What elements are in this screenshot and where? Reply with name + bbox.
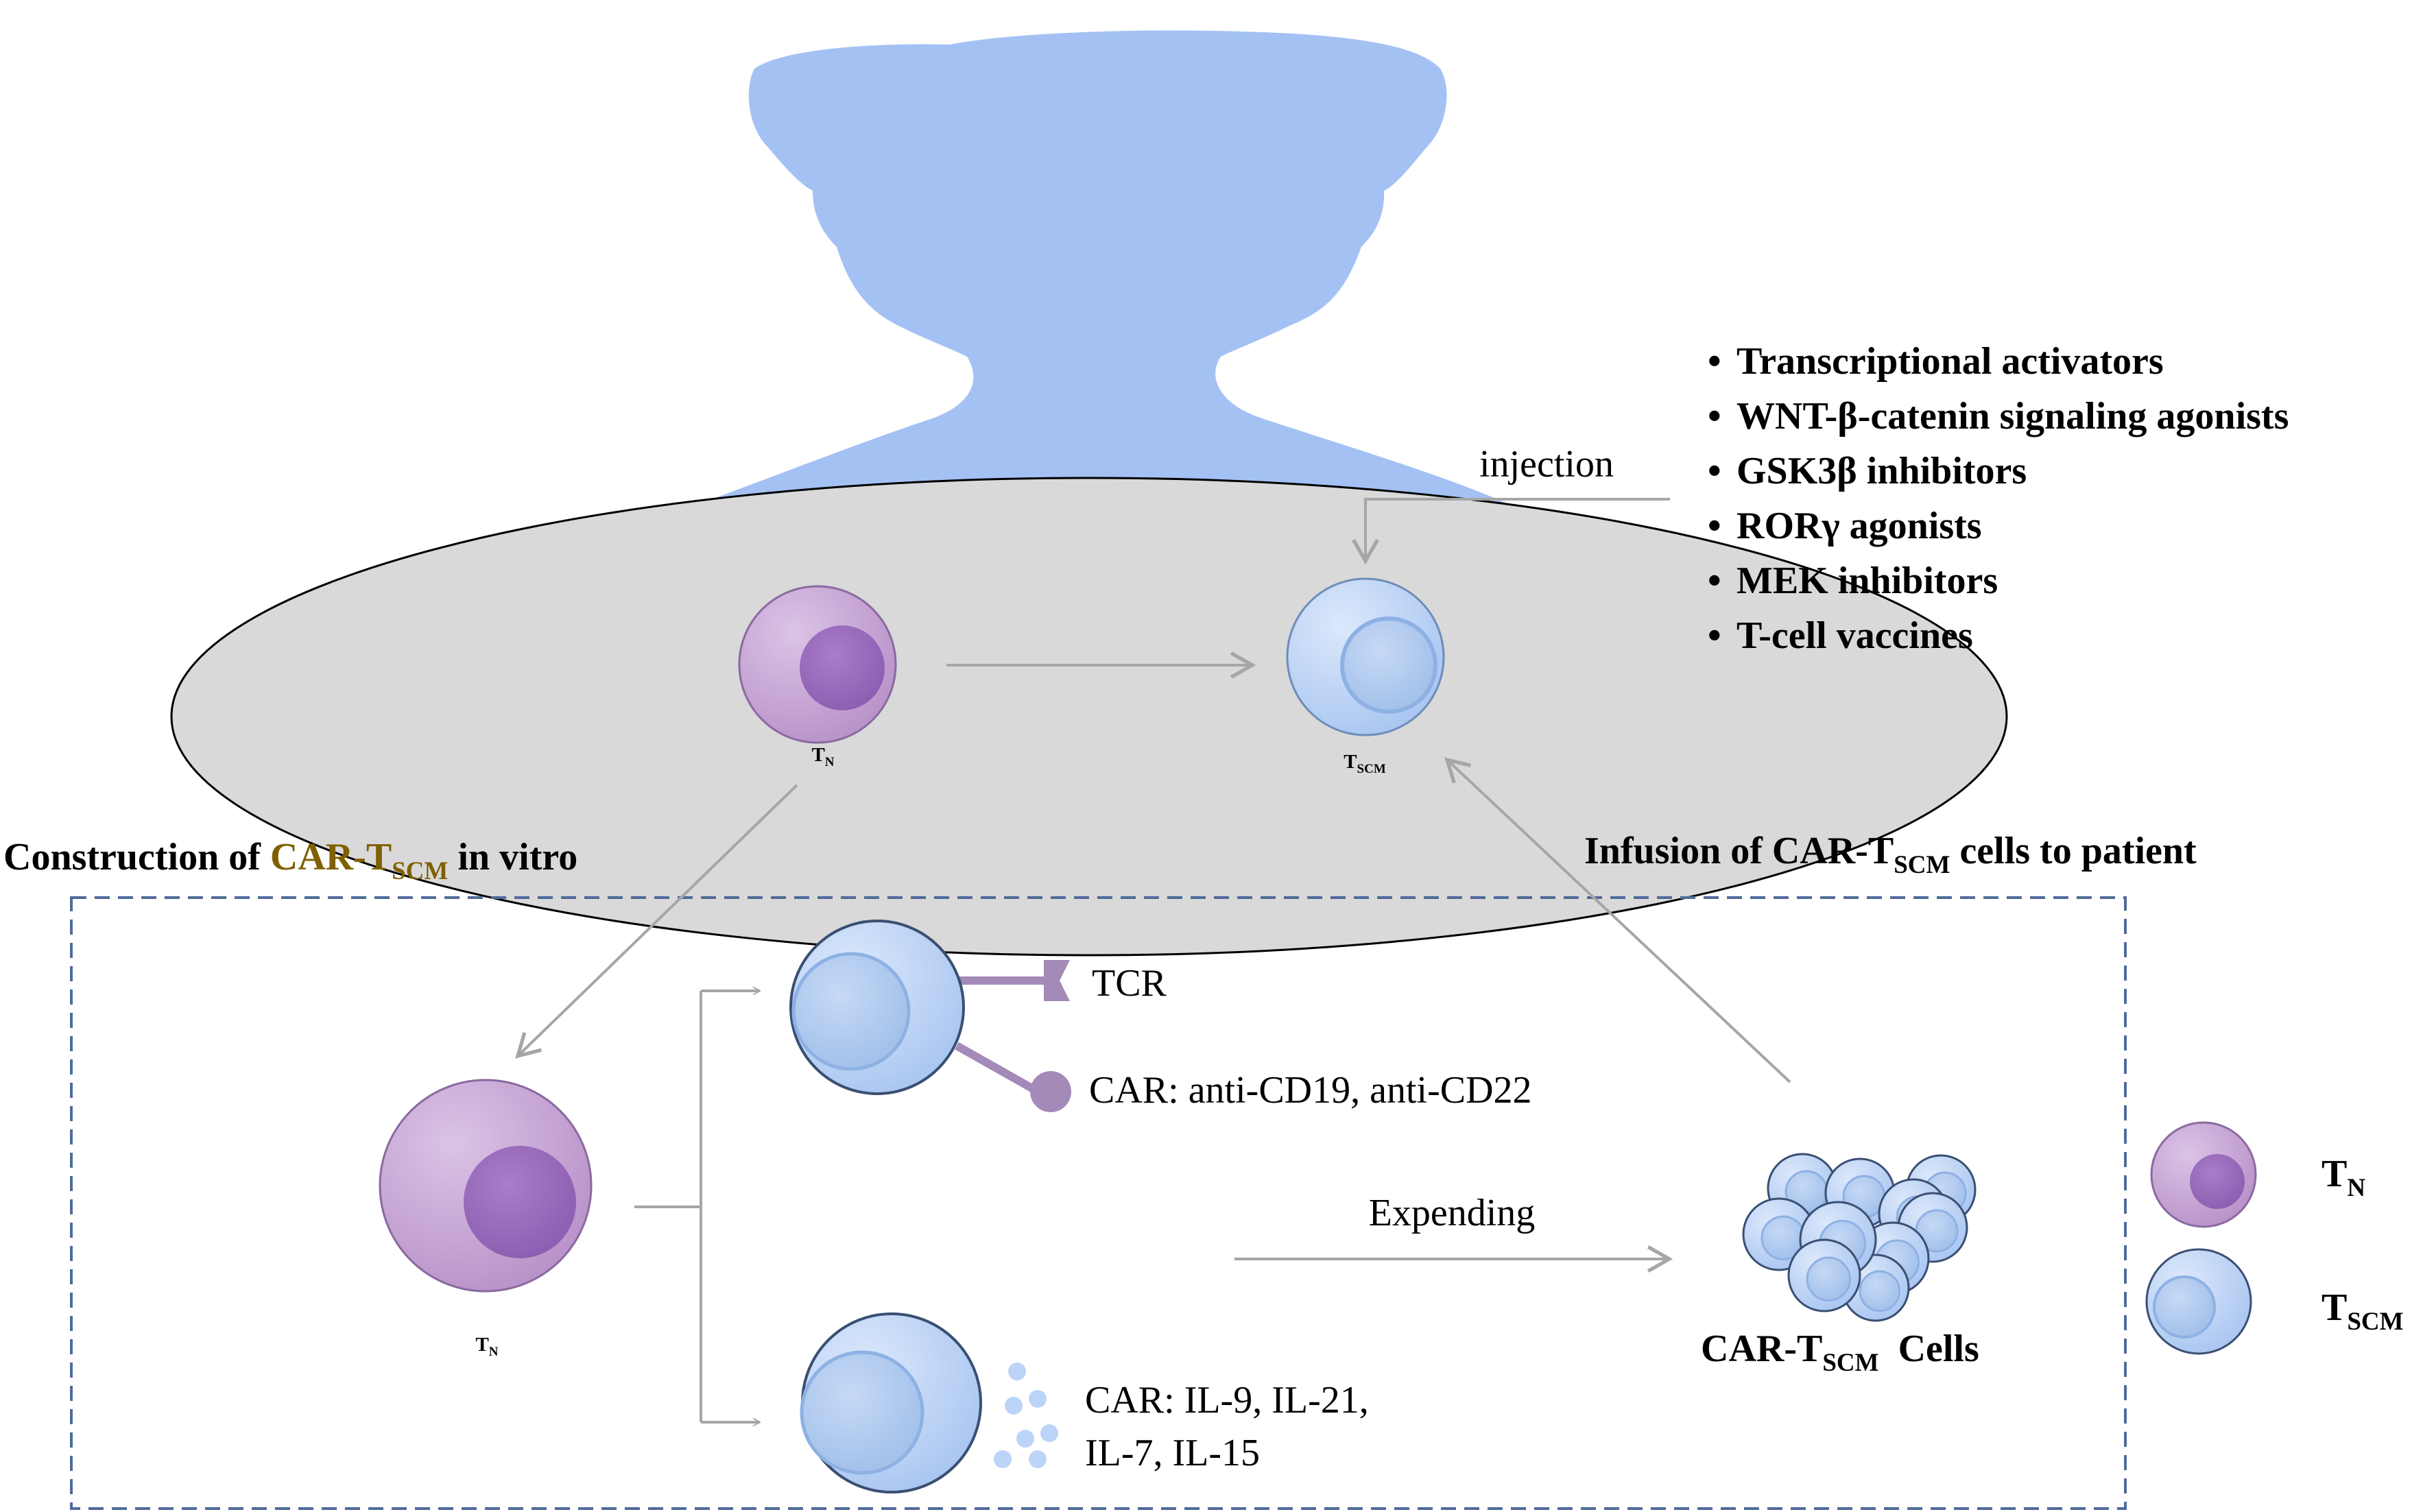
legend-tscm-label: TSCM bbox=[2321, 1286, 2404, 1336]
construction-title: Construction of CAR-TSCM in vitro bbox=[3, 836, 577, 885]
expending-label: Expending bbox=[1369, 1192, 1536, 1234]
cluster-cell-nucleus bbox=[1859, 1270, 1901, 1312]
tn-label-vitro: TN bbox=[475, 1334, 498, 1359]
agent-bullet: • bbox=[1708, 560, 1721, 602]
tn-cell-body bbox=[738, 585, 897, 744]
construction-car-highlight: CAR-T bbox=[270, 836, 392, 878]
infusion-arrow bbox=[1444, 757, 1791, 1083]
car-t-cytokine-cell bbox=[800, 1312, 982, 1493]
agent-item: MEK inhibitors bbox=[1736, 560, 1998, 602]
tn-label-body: TN bbox=[811, 744, 834, 769]
agent-item: Transcriptional activators bbox=[1736, 340, 2164, 383]
agent-bullet: • bbox=[1708, 340, 1721, 383]
tcr-label: TCR bbox=[1092, 962, 1167, 1005]
agent-bullet: • bbox=[1708, 614, 1721, 657]
legend-tscm-icon bbox=[2145, 1248, 2252, 1355]
agent-bullet: • bbox=[1708, 505, 1721, 547]
cluster-cell-nucleus bbox=[1806, 1256, 1851, 1301]
tn-cell-vitro bbox=[379, 1079, 593, 1293]
legend: TN TSCM bbox=[2145, 1121, 2404, 1355]
arrow-to-vitro-tn bbox=[515, 784, 798, 1059]
agent-bullet: • bbox=[1708, 395, 1721, 437]
tscm-cell-body bbox=[1286, 577, 1445, 736]
infusion-title: Infusion of CAR-TSCM cells to patient bbox=[1584, 830, 2197, 879]
legend-tn-label: TN bbox=[2321, 1153, 2365, 1202]
agent-item: T-cell vaccines bbox=[1736, 614, 1973, 657]
car-receptor-icon bbox=[1030, 1071, 1071, 1112]
agent-item: GSK3β inhibitors bbox=[1736, 450, 2027, 492]
car-t-receptor-cell bbox=[789, 920, 1071, 1112]
injection-arrow bbox=[1352, 498, 1670, 565]
agent-item: RORγ agonists bbox=[1736, 505, 1982, 547]
agent-item: WNT-β-catenin signaling agonists bbox=[1736, 395, 2289, 437]
patient-ellipse bbox=[170, 477, 2008, 957]
car-tscm-cells-label: CAR-TSCM Cells bbox=[1701, 1328, 1979, 1377]
car-cytokines-label-2: IL-7, IL-15 bbox=[1085, 1432, 1260, 1474]
tcr-receptor-icon bbox=[1044, 960, 1070, 1001]
car-antibodies-label: CAR: anti-CD19, anti-CD22 bbox=[1089, 1069, 1532, 1112]
in-vitro-frame bbox=[70, 896, 2127, 1510]
agent-bullet: • bbox=[1708, 450, 1721, 492]
injection-label: injection bbox=[1479, 443, 1614, 485]
car-cytokines-label-1: CAR: IL-9, IL-21, bbox=[1085, 1379, 1369, 1421]
legend-tn-icon bbox=[2150, 1121, 2257, 1228]
agents-list: • Transcriptional activators • WNT-β-cateni… bbox=[1708, 340, 2289, 657]
tscm-label-body: TSCM bbox=[1344, 751, 1386, 776]
cytokine-dots bbox=[994, 1363, 1058, 1468]
car-tscm-cell-cluster bbox=[1742, 1153, 1977, 1322]
